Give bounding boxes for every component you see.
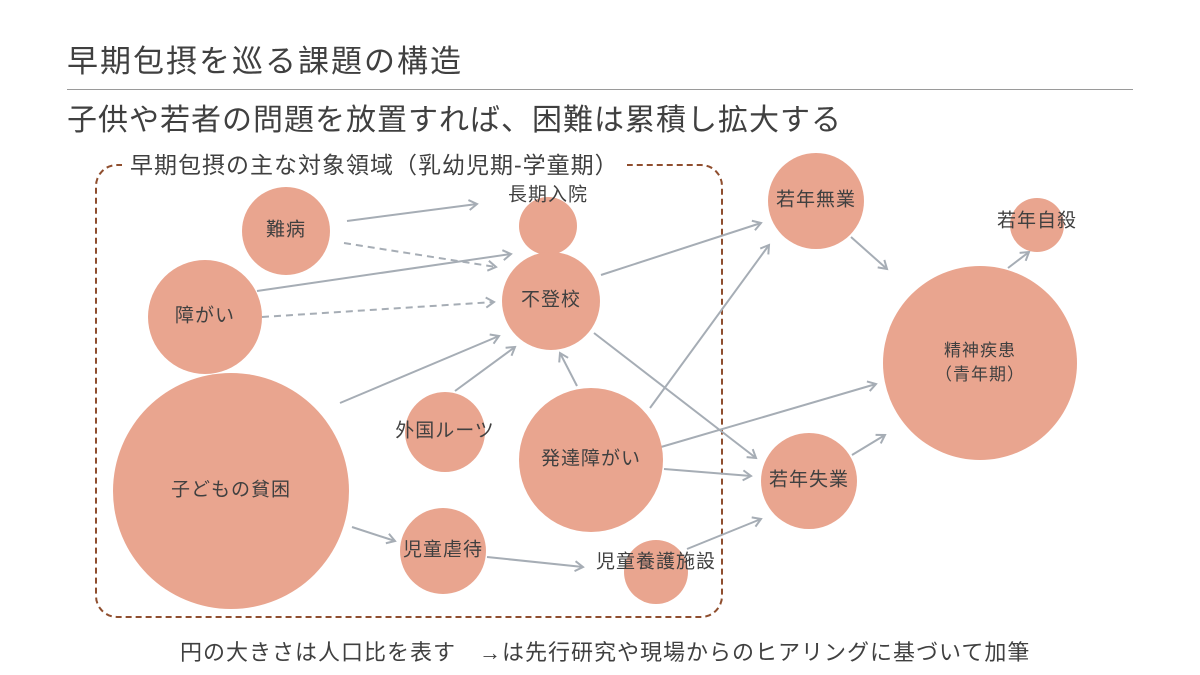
node-circle-nanbyo: [242, 187, 330, 275]
node-circle-jido-yogo-shisetsu: [624, 540, 688, 604]
node-circle-futoko: [502, 252, 600, 350]
node-circle-seishin-shikkan: [883, 266, 1077, 460]
node-label-nanbyo: 難病: [265, 219, 307, 241]
node-circle-jakunen-shitsugyo: [761, 433, 857, 529]
node-circle-shogai: [148, 260, 262, 374]
scope-box-label: 早期包摂の主な対象領域（乳幼児期-学童期）: [122, 146, 627, 180]
edge-jakunen-shitsugyo-to-seishin-shikkan: [851, 433, 887, 456]
node-label-choki-nyuin: 長期入院: [507, 184, 589, 206]
node-label-shogai: 障がい: [174, 305, 236, 327]
node-circle-jido-gyakutai: [400, 508, 486, 594]
node-label-gaikoku-roots: 外国ルーツ: [395, 420, 495, 442]
node-circle-kodomo-no-hinkon: [113, 373, 349, 609]
node-label-jakunen-mugyo: 若年無業: [775, 189, 857, 211]
node-label-jido-gyakutai: 児童虐待: [402, 539, 484, 561]
title-divider: [67, 89, 1133, 90]
slide-subtitle: 子供や若者の問題を放置すれば、困難は累積し拡大する: [67, 104, 842, 137]
node-circle-jakunen-jisatsu: [1010, 198, 1064, 252]
footnote: 円の大きさは人口比を表す →は先行研究や現場からのヒアリングに基づいて加筆: [180, 640, 1031, 665]
node-circle-hattatsu-shogai: [519, 388, 663, 532]
node-circle-jakunen-mugyo: [768, 153, 864, 249]
node-label-jakunen-jisatsu: 若年自殺: [996, 210, 1078, 232]
node-circle-gaikoku-roots: [405, 392, 485, 472]
node-label-futoko: 不登校: [520, 289, 582, 311]
node-label-jido-yogo-shisetsu: 児童養護施設: [595, 551, 717, 573]
node-label-seishin-shikkan: 精神疾患（青年期）: [935, 341, 1025, 384]
page-title: 早期包摂を巡る課題の構造: [67, 44, 463, 79]
edge-seishin-shikkan-to-jakunen-jisatsu: [1007, 250, 1031, 269]
node-circle-choki-nyuin: [519, 197, 577, 255]
node-label-kodomo-no-hinkon: 子どもの貧困: [170, 479, 292, 501]
node-label-hattatsu-shogai: 発達障がい: [540, 448, 642, 470]
edge-jakunen-mugyo-to-seishin-shikkan: [850, 236, 889, 271]
node-label-jakunen-shitsugyo: 若年失業: [768, 469, 850, 491]
